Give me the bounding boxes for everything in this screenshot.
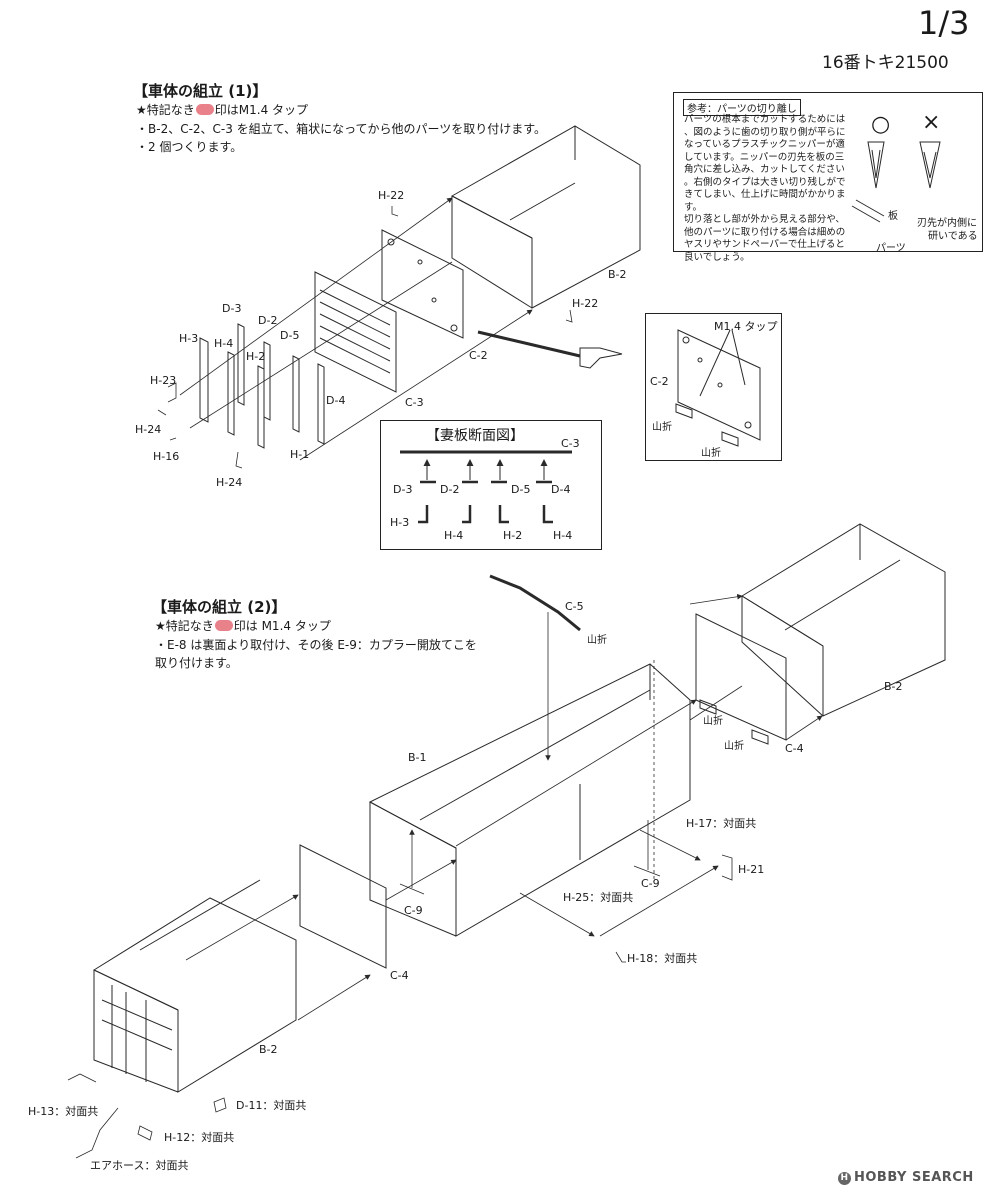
label-d11: D-11：対面共 <box>236 1099 307 1112</box>
label-h17: H-17：対面共 <box>686 817 757 830</box>
label-h25: H-25：対面共 <box>563 891 634 904</box>
label-air-hose: エアホース：対面共 <box>90 1159 189 1172</box>
c5-roof-bar <box>489 574 581 632</box>
section1-note-3: ・2 個つくります。 <box>136 140 243 154</box>
label-h4: H-4 <box>214 337 234 350</box>
section-view-title: 【妻板断面図】 <box>426 428 524 444</box>
section1-note-star: ★特記なき印はM1.4 タップ <box>136 103 309 117</box>
b2-body-left <box>92 879 297 1093</box>
label-c2: C-2 <box>469 349 488 362</box>
label-fold-c5: 山折 <box>587 635 607 646</box>
blade-note-2: 研いである <box>928 231 978 242</box>
section2-note-star: ★特記なき印は M1.4 タップ <box>155 619 331 633</box>
section-view-d4: D-4 <box>551 483 571 496</box>
section-view-lines <box>400 450 572 524</box>
label-h22-top: H-22 <box>378 189 405 202</box>
label-h13: H-13：対面共 <box>28 1105 99 1118</box>
label-c4-left: C-4 <box>390 969 409 982</box>
detail-part-label: C-2 <box>650 375 669 388</box>
reference-box <box>673 92 983 252</box>
watermark-logo-icon: H <box>838 1172 851 1185</box>
blade-note-1: 刃先が内側に <box>917 218 977 229</box>
good-mark-icon: ○ <box>871 112 891 137</box>
section-view-c3: C-3 <box>561 437 580 450</box>
bad-mark-icon: × <box>922 110 941 135</box>
label-h23: H-23 <box>150 374 177 387</box>
detail-tap-label: M1.4 タップ <box>714 320 778 333</box>
label-h16: H-16 <box>153 450 180 463</box>
part-label: パーツ <box>876 243 906 254</box>
board-label: 板 <box>888 211 898 222</box>
label-d3: D-3 <box>222 302 242 315</box>
detail-fold-label-2: 山折 <box>701 448 721 459</box>
assembly-guides-2 <box>185 593 823 1021</box>
reference-heading: 参考：パーツの切り離し <box>683 99 801 116</box>
detail-fold-label-1: 山折 <box>652 422 672 433</box>
tap-marker-icon <box>214 620 233 631</box>
c4-plate-left <box>299 844 387 969</box>
b2-body-upper <box>450 125 641 309</box>
label-h12: H-12：対面共 <box>164 1131 235 1144</box>
section2-note-2: ・E-8 は裏面より取付け、その後 E-9：カプラー開放てこを <box>155 638 477 652</box>
label-c3: C-3 <box>405 396 424 409</box>
detail-plate <box>675 329 761 447</box>
section-view-box <box>380 420 602 550</box>
reference-text: パーツの根本までカットするためには 、図のように歯の切り取り側が平らに なってい… <box>684 114 846 263</box>
tap-marker-icon <box>195 104 214 115</box>
section-view-h4b: H-4 <box>553 529 573 542</box>
small-parts-2 <box>67 820 733 1159</box>
section-view-h4a: H-4 <box>444 529 464 542</box>
b1-body <box>368 663 691 937</box>
label-d4: D-4 <box>326 394 346 407</box>
label-d5: D-5 <box>280 329 300 342</box>
label-fold-right-1: 山折 <box>703 716 723 727</box>
c2-end-plate <box>381 229 464 339</box>
label-h18: H-18：対面共 <box>627 952 698 965</box>
label-c9-left: C-9 <box>404 904 423 917</box>
label-h2: H-2 <box>246 350 266 363</box>
page-number: 1/3 <box>918 4 970 42</box>
label-fold-right-2: 山折 <box>724 741 744 752</box>
label-h3: H-3 <box>179 332 199 345</box>
label-c5: C-5 <box>565 600 584 613</box>
label-c4-right: C-4 <box>785 742 804 755</box>
label-b2-top: B-2 <box>608 268 627 281</box>
label-h21: H-21 <box>738 863 765 876</box>
pointing-hand-icon <box>477 330 623 369</box>
section-view-h3: H-3 <box>390 516 410 529</box>
section-view-d5: D-5 <box>511 483 531 496</box>
section-view-h2: H-2 <box>503 529 523 542</box>
label-b2-left: B-2 <box>259 1043 278 1056</box>
c4-plate-right <box>695 613 787 745</box>
label-c9-right: C-9 <box>641 877 660 890</box>
section-view-d3: D-3 <box>393 483 413 496</box>
label-b2-right: B-2 <box>884 680 903 693</box>
label-b1: B-1 <box>408 751 427 764</box>
label-h1: H-1 <box>290 448 310 461</box>
detail-box <box>645 313 782 461</box>
section1-note-2: ・B-2、C-2、C-3 を組立て、箱状になってから他のパーツを取り付けます。 <box>136 122 547 136</box>
section2-title: 【車体の組立 (2)】 <box>152 598 287 616</box>
label-h24a: H-24 <box>135 423 162 436</box>
label-d2: D-2 <box>258 314 278 327</box>
label-h24b: H-24 <box>216 476 243 489</box>
c3-end-frame <box>314 271 397 393</box>
d-h-bars <box>199 323 325 449</box>
section1-title: 【車体の組立 (1)】 <box>133 82 268 100</box>
b2-body-right <box>741 523 946 717</box>
model-name: 16番トキ21500 <box>822 53 949 73</box>
assembly-guides-1 <box>157 197 573 469</box>
section-view-d2: D-2 <box>440 483 460 496</box>
label-h22-mid: H-22 <box>572 297 599 310</box>
nipper-sketches <box>851 141 941 223</box>
section2-note-3: 取り付けます。 <box>155 656 238 670</box>
